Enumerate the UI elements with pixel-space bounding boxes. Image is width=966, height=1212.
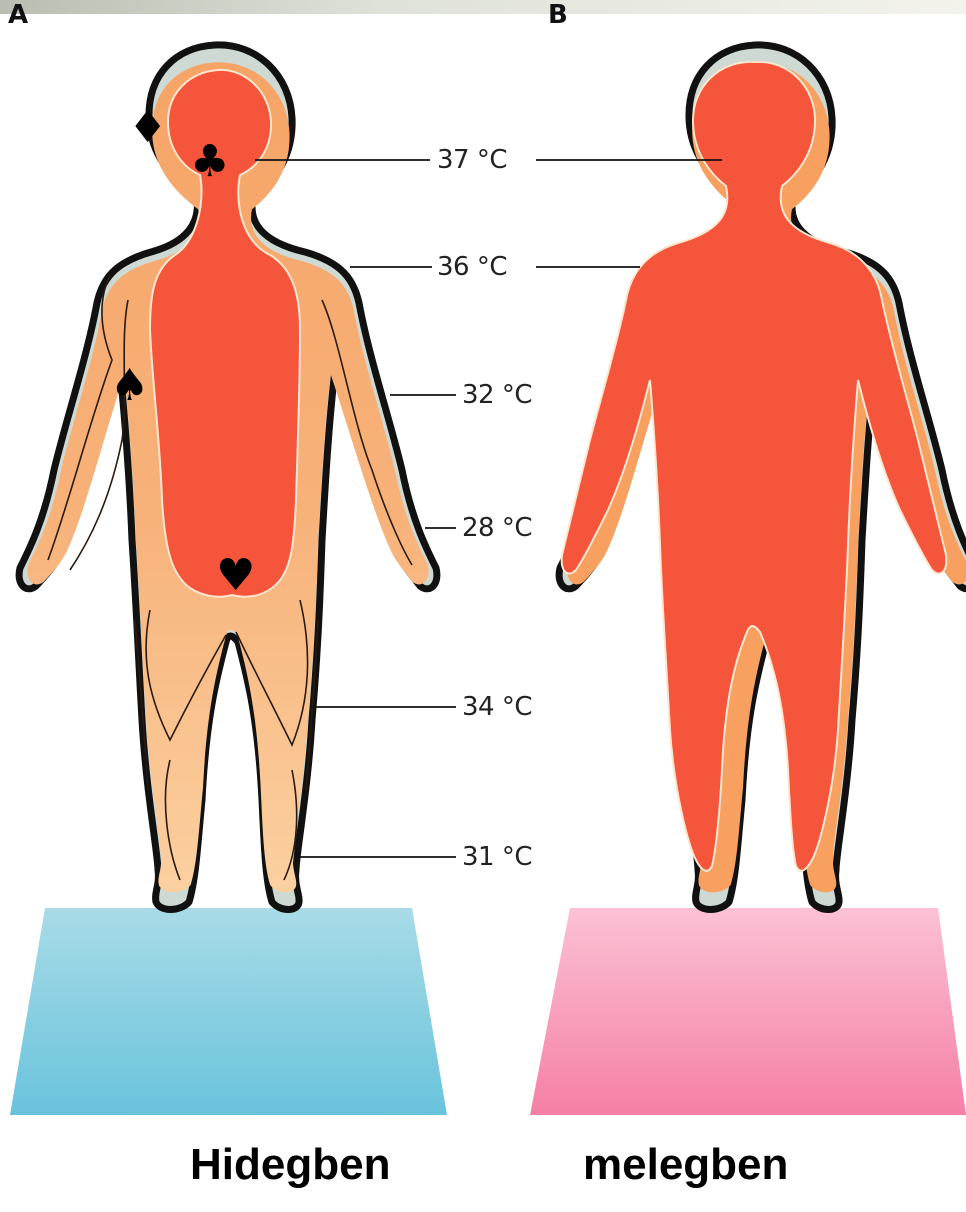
club-marker: ♣ (190, 140, 229, 184)
figure-warm (559, 45, 966, 910)
body-core-warm (562, 62, 947, 871)
diamond-marker: ♦ (128, 106, 167, 150)
heart-marker: ♥ (216, 554, 255, 598)
isotherm-label-31: 31 °C (462, 843, 532, 871)
isotherm-label-28: 28 °C (462, 514, 532, 542)
isotherm-label-34: 34 °C (462, 693, 532, 721)
caption-cold: Hidegben (190, 1140, 390, 1190)
cold-floor (10, 908, 447, 1115)
caption-warm: melegben (583, 1140, 788, 1190)
isotherm-label-32: 32 °C (462, 381, 532, 409)
warm-floor (530, 908, 966, 1115)
isotherm-label-36: 36 °C (437, 253, 507, 281)
spade-marker: ♠ (110, 364, 149, 408)
isotherm-label-37: 37 °C (437, 146, 507, 174)
